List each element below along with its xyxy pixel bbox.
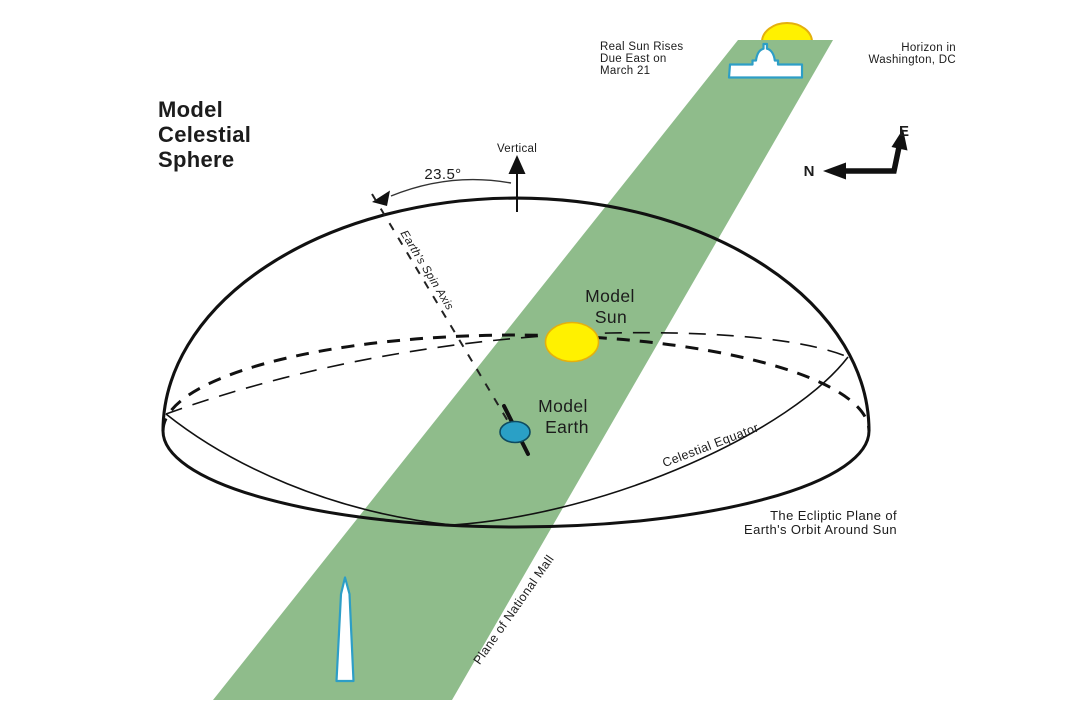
model-earth-label-line-2: Earth <box>545 417 589 437</box>
ecliptic-plane-back-curve <box>161 333 871 432</box>
ecliptic-note: The Ecliptic Plane of Earth's Orbit Arou… <box>744 508 897 537</box>
vertical-arrow-head <box>508 155 526 174</box>
compass-east-arrow-head <box>891 129 908 151</box>
model-sun-label-line-2: Sun <box>595 307 627 327</box>
celestial-equator-back-curve <box>165 331 849 415</box>
horizon-note-line-2: Washington, DC <box>868 54 956 66</box>
compass-north-arrow-head <box>823 162 846 180</box>
spin-axis-dashed-line <box>371 193 513 429</box>
compass-icon <box>823 129 908 180</box>
ecliptic-note-line-1: The Ecliptic Plane of <box>770 508 897 523</box>
national-mall-plane <box>213 40 833 700</box>
model-earth-label: Model Earth <box>538 396 589 437</box>
celestial-equator-front-curve <box>165 356 849 526</box>
compass-north-label: N <box>804 163 815 180</box>
model-sun-icon <box>544 321 600 363</box>
page-title: Model Celestial Sphere <box>158 97 251 172</box>
vertical-label: Vertical <box>497 143 537 155</box>
real-sun-note-line-1: Real Sun Rises <box>600 41 683 53</box>
real-sun-note-line-2: Due East on <box>600 53 667 65</box>
real-sun-note: Real Sun Rises Due East on March 21 <box>600 41 683 77</box>
horizon-note-line-1: Horizon in <box>901 42 956 54</box>
ecliptic-plane-front-curve <box>161 430 871 529</box>
spin-axis-label: Earth's Spin Axis <box>398 228 456 312</box>
model-sun-label-line-1: Model <box>585 286 635 306</box>
model-earth-label-line-1: Model <box>538 396 588 416</box>
washington-monument-icon <box>335 576 355 683</box>
tilt-angle-arrow-head <box>372 190 390 206</box>
title-line-2: Celestial <box>158 122 251 147</box>
title-line-1: Model <box>158 97 223 122</box>
real-sun-note-line-3: March 21 <box>600 65 650 77</box>
model-sun-label: Model Sun <box>585 286 635 327</box>
tilt-angle-arc <box>390 178 512 197</box>
compass-east-label: E <box>899 123 909 140</box>
model-earth-icon <box>499 420 531 444</box>
capitol-building-icon <box>727 42 804 79</box>
tilt-angle-label: 23.5° <box>424 166 461 183</box>
ecliptic-note-line-2: Earth's Orbit Around Sun <box>744 522 897 537</box>
horizon-note: Horizon in Washington, DC <box>868 42 956 66</box>
title-line-3: Sphere <box>158 147 234 172</box>
celestial-equator-label: Celestial Equator <box>660 420 760 470</box>
